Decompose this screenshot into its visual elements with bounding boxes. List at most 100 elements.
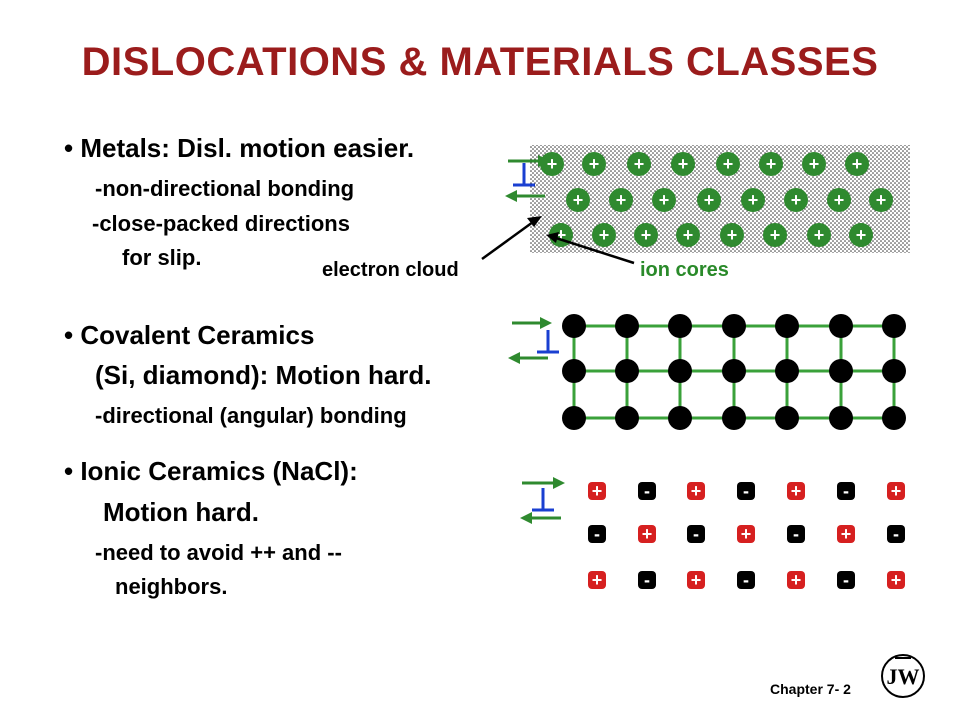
ionic-dislocation-symbol: [532, 488, 554, 512]
metal-ion-core-symbol: +: [599, 225, 610, 245]
metal-ion-core: [716, 152, 740, 176]
ionic-anion-symbol: -: [644, 481, 650, 501]
covalent-atom: [829, 406, 853, 430]
ion-cores-pointer: [546, 232, 635, 265]
ionic-anion: [638, 482, 656, 500]
metals-point-3: for slip.: [122, 245, 202, 270]
metal-ion-core: [845, 152, 869, 176]
ionic-shear-arrows: [520, 477, 565, 524]
metal-lattice-diagram: ++++++++++++++++++++++++: [481, 145, 910, 265]
metal-ion-core: [634, 223, 658, 247]
covalent-line2: (Si, diamond): Motion hard.: [95, 360, 432, 390]
metal-ion-core: [566, 188, 590, 212]
ionic-cation-symbol: +: [791, 481, 802, 501]
metal-ion-core: [540, 152, 564, 176]
metal-ion-core: [802, 152, 826, 176]
metal-ion-core: [720, 223, 744, 247]
metal-ion-core: [652, 188, 676, 212]
metal-ion-core-symbol: +: [876, 190, 887, 210]
metal-ion-core: [827, 188, 851, 212]
metal-ion-core-symbol: +: [852, 154, 863, 174]
ionic-anion-symbol: -: [843, 570, 849, 590]
ionic-lattice-diagram: +-+-+-+-+-+-+-+-+-+-+: [520, 477, 905, 590]
metal-ion-core: [671, 152, 695, 176]
covalent-atom: [615, 359, 639, 383]
ionic-cation-symbol: +: [891, 481, 902, 501]
metal-ion-core-symbol: +: [770, 225, 781, 245]
covalent-atom: [829, 314, 853, 338]
covalent-point-1: -directional (angular) bonding: [95, 403, 407, 428]
ionic-anion: [737, 482, 755, 500]
metal-ion-core-symbol: +: [616, 190, 627, 210]
covalent-atom: [882, 406, 906, 430]
metal-ion-core-symbol: +: [856, 225, 867, 245]
ionic-cation-symbol: +: [691, 481, 702, 501]
chapter-footer: Chapter 7- 2: [770, 681, 851, 697]
metal-ion-core-symbol: +: [678, 154, 689, 174]
covalent-atom: [882, 359, 906, 383]
covalent-dislocation-symbol: [537, 330, 559, 354]
metal-ion-core-symbol: +: [814, 225, 825, 245]
ionic-ions: +-+-+-+-+-+-+-+-+-+-+: [588, 481, 905, 590]
logo-text: JW: [887, 664, 920, 689]
covalent-atom: [615, 406, 639, 430]
ionic-anion-symbol: -: [644, 570, 650, 590]
covalent-atom: [722, 406, 746, 430]
metal-ion-cores: ++++++++++++++++++++++++: [540, 152, 893, 247]
metal-ion-core-symbol: +: [704, 190, 715, 210]
covalent-atom: [829, 359, 853, 383]
metal-ion-core: [763, 223, 787, 247]
metals-point-2: -close-packed directions: [92, 211, 350, 236]
ionic-anion: [787, 525, 805, 543]
ionic-anion: [638, 571, 656, 589]
metal-ion-core-symbol: +: [573, 190, 584, 210]
covalent-bullet: • Covalent Ceramics: [64, 320, 315, 350]
ionic-anion-symbol: -: [594, 524, 600, 544]
ionic-cation-symbol: +: [891, 570, 902, 590]
metals-bullet: • Metals: Disl. motion easier.: [64, 133, 415, 163]
ionic-cation: [887, 571, 905, 589]
metal-ion-core-symbol: +: [809, 154, 820, 174]
metal-ion-core: [609, 188, 633, 212]
ionic-cation-symbol: +: [741, 524, 752, 544]
ionic-anion-symbol: -: [793, 524, 799, 544]
metal-ion-core: [676, 223, 700, 247]
ionic-cation: [687, 482, 705, 500]
electron-cloud-pointer: [481, 216, 542, 261]
ionic-cation-symbol: +: [691, 570, 702, 590]
metal-ion-core-symbol: +: [556, 225, 567, 245]
ionic-cation: [887, 482, 905, 500]
ionic-anion: [588, 525, 606, 543]
ionic-anion: [837, 482, 855, 500]
ionic-anion-symbol: -: [743, 481, 749, 501]
ionic-cation: [737, 525, 755, 543]
metal-ion-core-symbol: +: [834, 190, 845, 210]
metal-ion-core: [741, 188, 765, 212]
covalent-atom: [668, 359, 692, 383]
metal-ion-core: [582, 152, 606, 176]
covalent-atom: [722, 314, 746, 338]
electron-cloud-label: electron cloud: [322, 259, 459, 281]
ionic-cation-symbol: +: [592, 570, 603, 590]
ionic-point-1: -need to avoid ++ and --: [95, 540, 342, 565]
metal-ion-core: [849, 223, 873, 247]
ionic-cation: [787, 482, 805, 500]
covalent-atom: [882, 314, 906, 338]
metal-ion-core-symbol: +: [683, 225, 694, 245]
ionic-cation: [787, 571, 805, 589]
metal-ion-core-symbol: +: [634, 154, 645, 174]
ionic-cation-symbol: +: [791, 570, 802, 590]
metal-ion-core-symbol: +: [641, 225, 652, 245]
metal-ion-core-symbol: +: [547, 154, 558, 174]
covalent-atoms: [562, 314, 906, 430]
ionic-anion: [837, 571, 855, 589]
ionic-cation: [638, 525, 656, 543]
metal-ion-core: [759, 152, 783, 176]
ionic-cation: [588, 571, 606, 589]
publisher-logo-icon: JW: [881, 654, 925, 698]
ionic-anion-symbol: -: [843, 481, 849, 501]
ionic-cation-symbol: +: [841, 524, 852, 544]
ionic-cation-symbol: +: [642, 524, 653, 544]
metal-ion-core-symbol: +: [766, 154, 777, 174]
